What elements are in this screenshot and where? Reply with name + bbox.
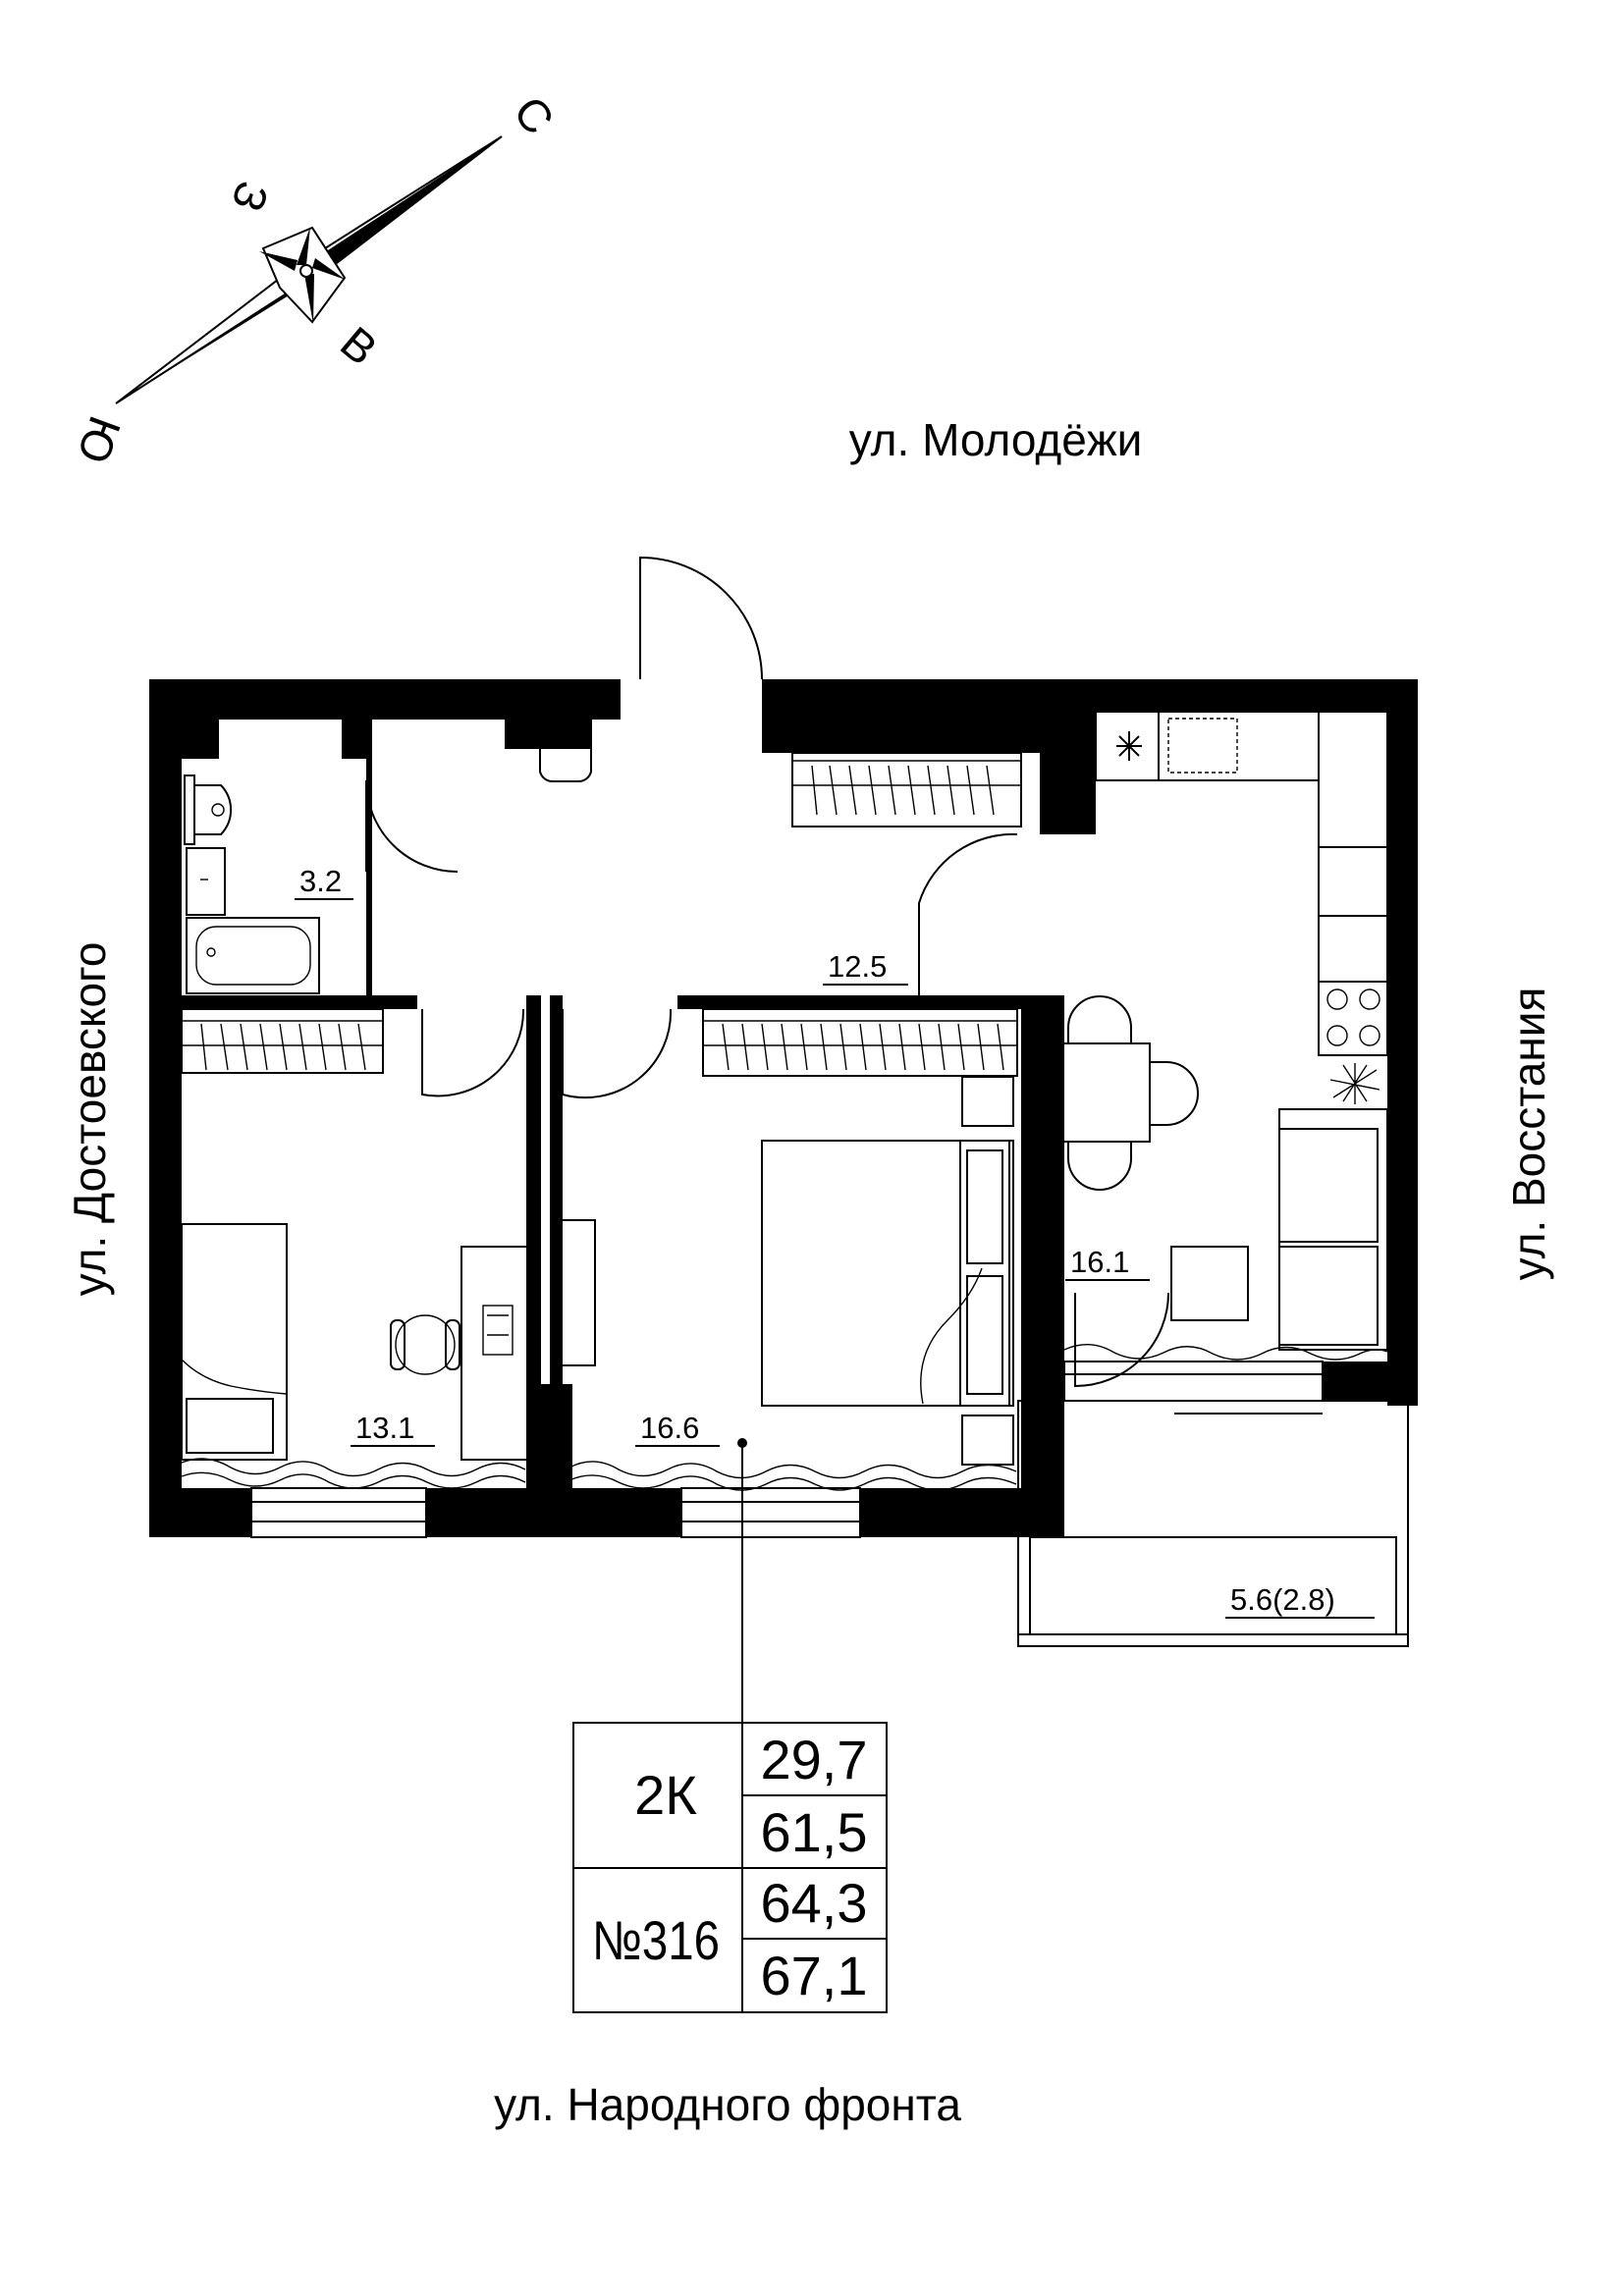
room-area-bathroom: 3.2	[299, 864, 342, 898]
living-area: 29,7	[761, 1729, 868, 1790]
total-area: 61,5	[761, 1801, 868, 1863]
area-reduced: 64,3	[761, 1872, 868, 1934]
hall-fixtures	[539, 720, 1022, 828]
compass-north-label: С	[504, 86, 564, 143]
apartment-number: №316	[592, 1909, 720, 1971]
street-top-label: ул. Молодёжи	[849, 414, 1143, 465]
walls	[149, 679, 1418, 1537]
street-left-label: ул. Достоевского	[64, 942, 115, 1297]
room-area-balcony: 5.6(2.8)	[1230, 1582, 1335, 1617]
compass-rose-icon	[115, 135, 503, 404]
street-bottom-label: ул. Народного фронта	[494, 2079, 961, 2130]
bedroom-left-fixtures	[181, 1008, 529, 1489]
apartment-type: 2К	[634, 1764, 697, 1826]
compass-west-label: З	[222, 175, 279, 218]
room-area-bedroom-left: 13.1	[355, 1411, 414, 1445]
room-area-bedroom-main: 16.6	[640, 1411, 699, 1445]
bedroom-main-fixtures	[551, 1008, 1018, 1723]
windows	[250, 1361, 1324, 1538]
compass-east-label: В	[331, 316, 387, 375]
street-right-label: ул. Восстания	[1503, 988, 1554, 1281]
balcony	[1017, 1400, 1409, 1647]
compass-south-label: Ю	[68, 410, 132, 470]
bathroom-fixtures	[184, 774, 320, 994]
room-area-kitchen: 16.1	[1070, 1245, 1129, 1279]
summary-table	[572, 1722, 888, 2013]
doors	[365, 556, 1169, 1388]
room-area-hall: 12.5	[828, 949, 887, 984]
area-with-balcony: 67,1	[761, 1945, 868, 2006]
kitchen-fixtures	[1053, 711, 1388, 1361]
